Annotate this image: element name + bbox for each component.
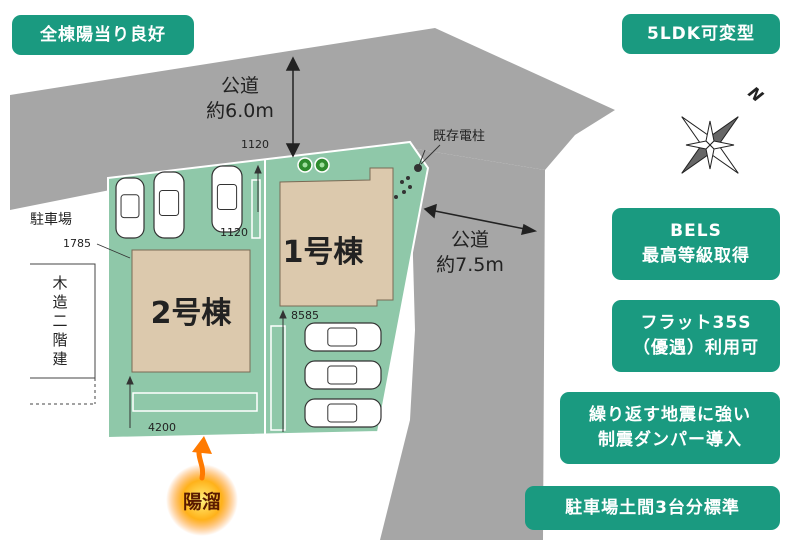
car-icon — [304, 360, 382, 390]
svg-text:階: 階 — [52, 331, 67, 349]
east-road-arrow — [423, 203, 538, 235]
car-icon — [304, 322, 382, 352]
svg-text:木: 木 — [52, 274, 67, 292]
damper-badge: 繰り返す地震に強い制震ダンパー導入 — [560, 392, 780, 464]
parking-marker — [270, 325, 286, 431]
north-road — [10, 28, 615, 210]
building-2-label: 2号棟 — [151, 296, 233, 331]
compass-north-label: N — [744, 83, 767, 107]
layout-badge: 5LDK可変型 — [622, 14, 780, 54]
east-road — [380, 148, 545, 540]
building-1-label: 1号棟 — [283, 235, 365, 270]
compass-icon — [681, 116, 739, 174]
parking-area-label: 駐車場 — [30, 211, 72, 228]
svg-text:建: 建 — [52, 350, 67, 368]
utility-pole-label: 既存電柱 — [433, 129, 485, 144]
parking-badge: 駐車場土間3台分標準 — [525, 486, 780, 530]
ground-marks — [394, 176, 412, 199]
neighbor-building-outline — [30, 263, 96, 379]
north-road-arrow — [285, 56, 301, 158]
car-icon — [304, 398, 382, 428]
car-icon — [153, 171, 185, 239]
east-road-label: 公道 — [451, 229, 489, 251]
svg-text:造: 造 — [52, 293, 67, 311]
parked-cars — [115, 165, 382, 428]
car-icon — [211, 165, 243, 233]
flat35-badge: フラット35S（優遇）利用可 — [612, 300, 780, 372]
parking-marker — [251, 179, 261, 239]
dimension-arrow — [126, 164, 287, 432]
sun-patch-label: 陽溜 — [183, 490, 221, 513]
car-icon — [115, 177, 145, 239]
dimension-1120-top: 1120 — [241, 138, 269, 151]
svg-text:二: 二 — [52, 312, 67, 330]
dimension-1785: 1785 — [63, 237, 91, 250]
neighbor-building-label: 木 造 二 階 建 — [52, 274, 67, 368]
sun-icon — [166, 436, 238, 536]
building-1 — [279, 167, 394, 307]
north-road-label: 公道 — [221, 75, 259, 97]
building-2 — [131, 249, 251, 373]
dimension-8585: 8585 — [291, 309, 319, 322]
north-road-width: 約6.0m — [206, 100, 274, 122]
dimension-1120-mid: 1120 — [220, 226, 248, 239]
sunlight-badge: 全棟陽当り良好 — [12, 15, 194, 55]
east-road-width: 約7.5m — [436, 254, 504, 276]
dimension-4200: 4200 — [148, 421, 176, 434]
parking-marker — [132, 392, 258, 412]
tree-icon — [297, 157, 330, 173]
